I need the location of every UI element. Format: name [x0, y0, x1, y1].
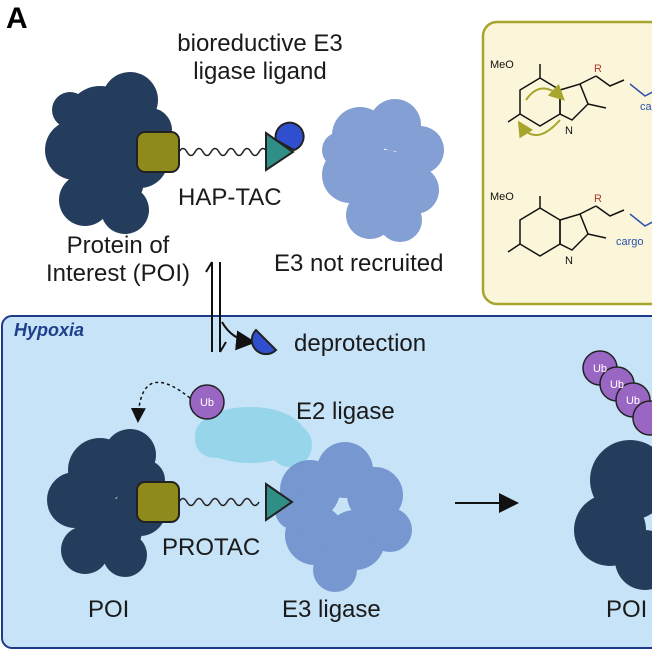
chem-nitrogen-bottom: N: [565, 255, 573, 267]
ub-label-chain-3: Ub: [626, 395, 640, 407]
ub-label-chain-2: Ub: [610, 379, 624, 391]
e3-ligase-label: E3 ligase: [282, 596, 381, 623]
poi-label-top: Protein of Interest (POI): [45, 232, 191, 287]
protac-label: PROTAC: [162, 534, 261, 561]
ubiquitin: [189, 384, 225, 420]
e3-ligase-unbound: [322, 99, 444, 242]
haptac-label: HAP-TAC: [178, 184, 282, 211]
poi-protein-bottom: [47, 429, 166, 577]
poi-label-bottom: POI: [88, 596, 130, 623]
ub-label-chain-1: Ub: [593, 363, 607, 375]
e2-ligase: [195, 407, 312, 467]
electron-arrow-1: [525, 83, 565, 101]
ub-label: Ub: [200, 397, 214, 409]
e2-ligase-label: E2 ligase: [296, 398, 395, 425]
e3-ligase-bound: [275, 442, 412, 592]
e3-ligand-bottom: [265, 482, 294, 522]
ligand-protecting-group: [274, 121, 305, 152]
linker-top: [178, 147, 268, 157]
electron-arrow-2: [517, 119, 561, 139]
chem-r-bottom: R: [594, 193, 602, 205]
warhead-bottom: [136, 481, 180, 523]
hypoxia-tag: Hypoxia: [14, 320, 85, 340]
chem-nitrogen-top: N: [565, 125, 573, 137]
chem-structure-top: [507, 64, 652, 127]
ubiquitin-transfer-arrow: [130, 381, 191, 423]
chem-structure-bottom: [507, 196, 652, 257]
released-protecting-group: [250, 328, 278, 356]
equilibrium-arrows: [205, 261, 227, 353]
chem-r-top: R: [594, 63, 602, 75]
ligand-label: bioreductive E3 ligase ligand: [177, 30, 343, 85]
chem-cargo-bottom: cargo: [616, 236, 644, 248]
chem-cargo-top: cargo: [640, 101, 652, 113]
e3-not-recruited-label: E3 not recruited: [274, 250, 444, 277]
linker-bottom: [178, 497, 260, 507]
deprotection-label: deprotection: [294, 330, 427, 357]
poi-protein-ubiquitinated: [574, 440, 652, 590]
panel-letter: A: [6, 2, 28, 35]
poi-label-right: POI: [606, 596, 648, 623]
chem-methoxy-bottom: MeO: [490, 191, 514, 203]
polyubiquitin-chain: [582, 350, 652, 436]
warhead-top: [136, 131, 180, 173]
chemistry-box: [481, 20, 652, 306]
deprotection-arrow: [221, 321, 256, 351]
chem-methoxy-top: MeO: [490, 59, 514, 71]
